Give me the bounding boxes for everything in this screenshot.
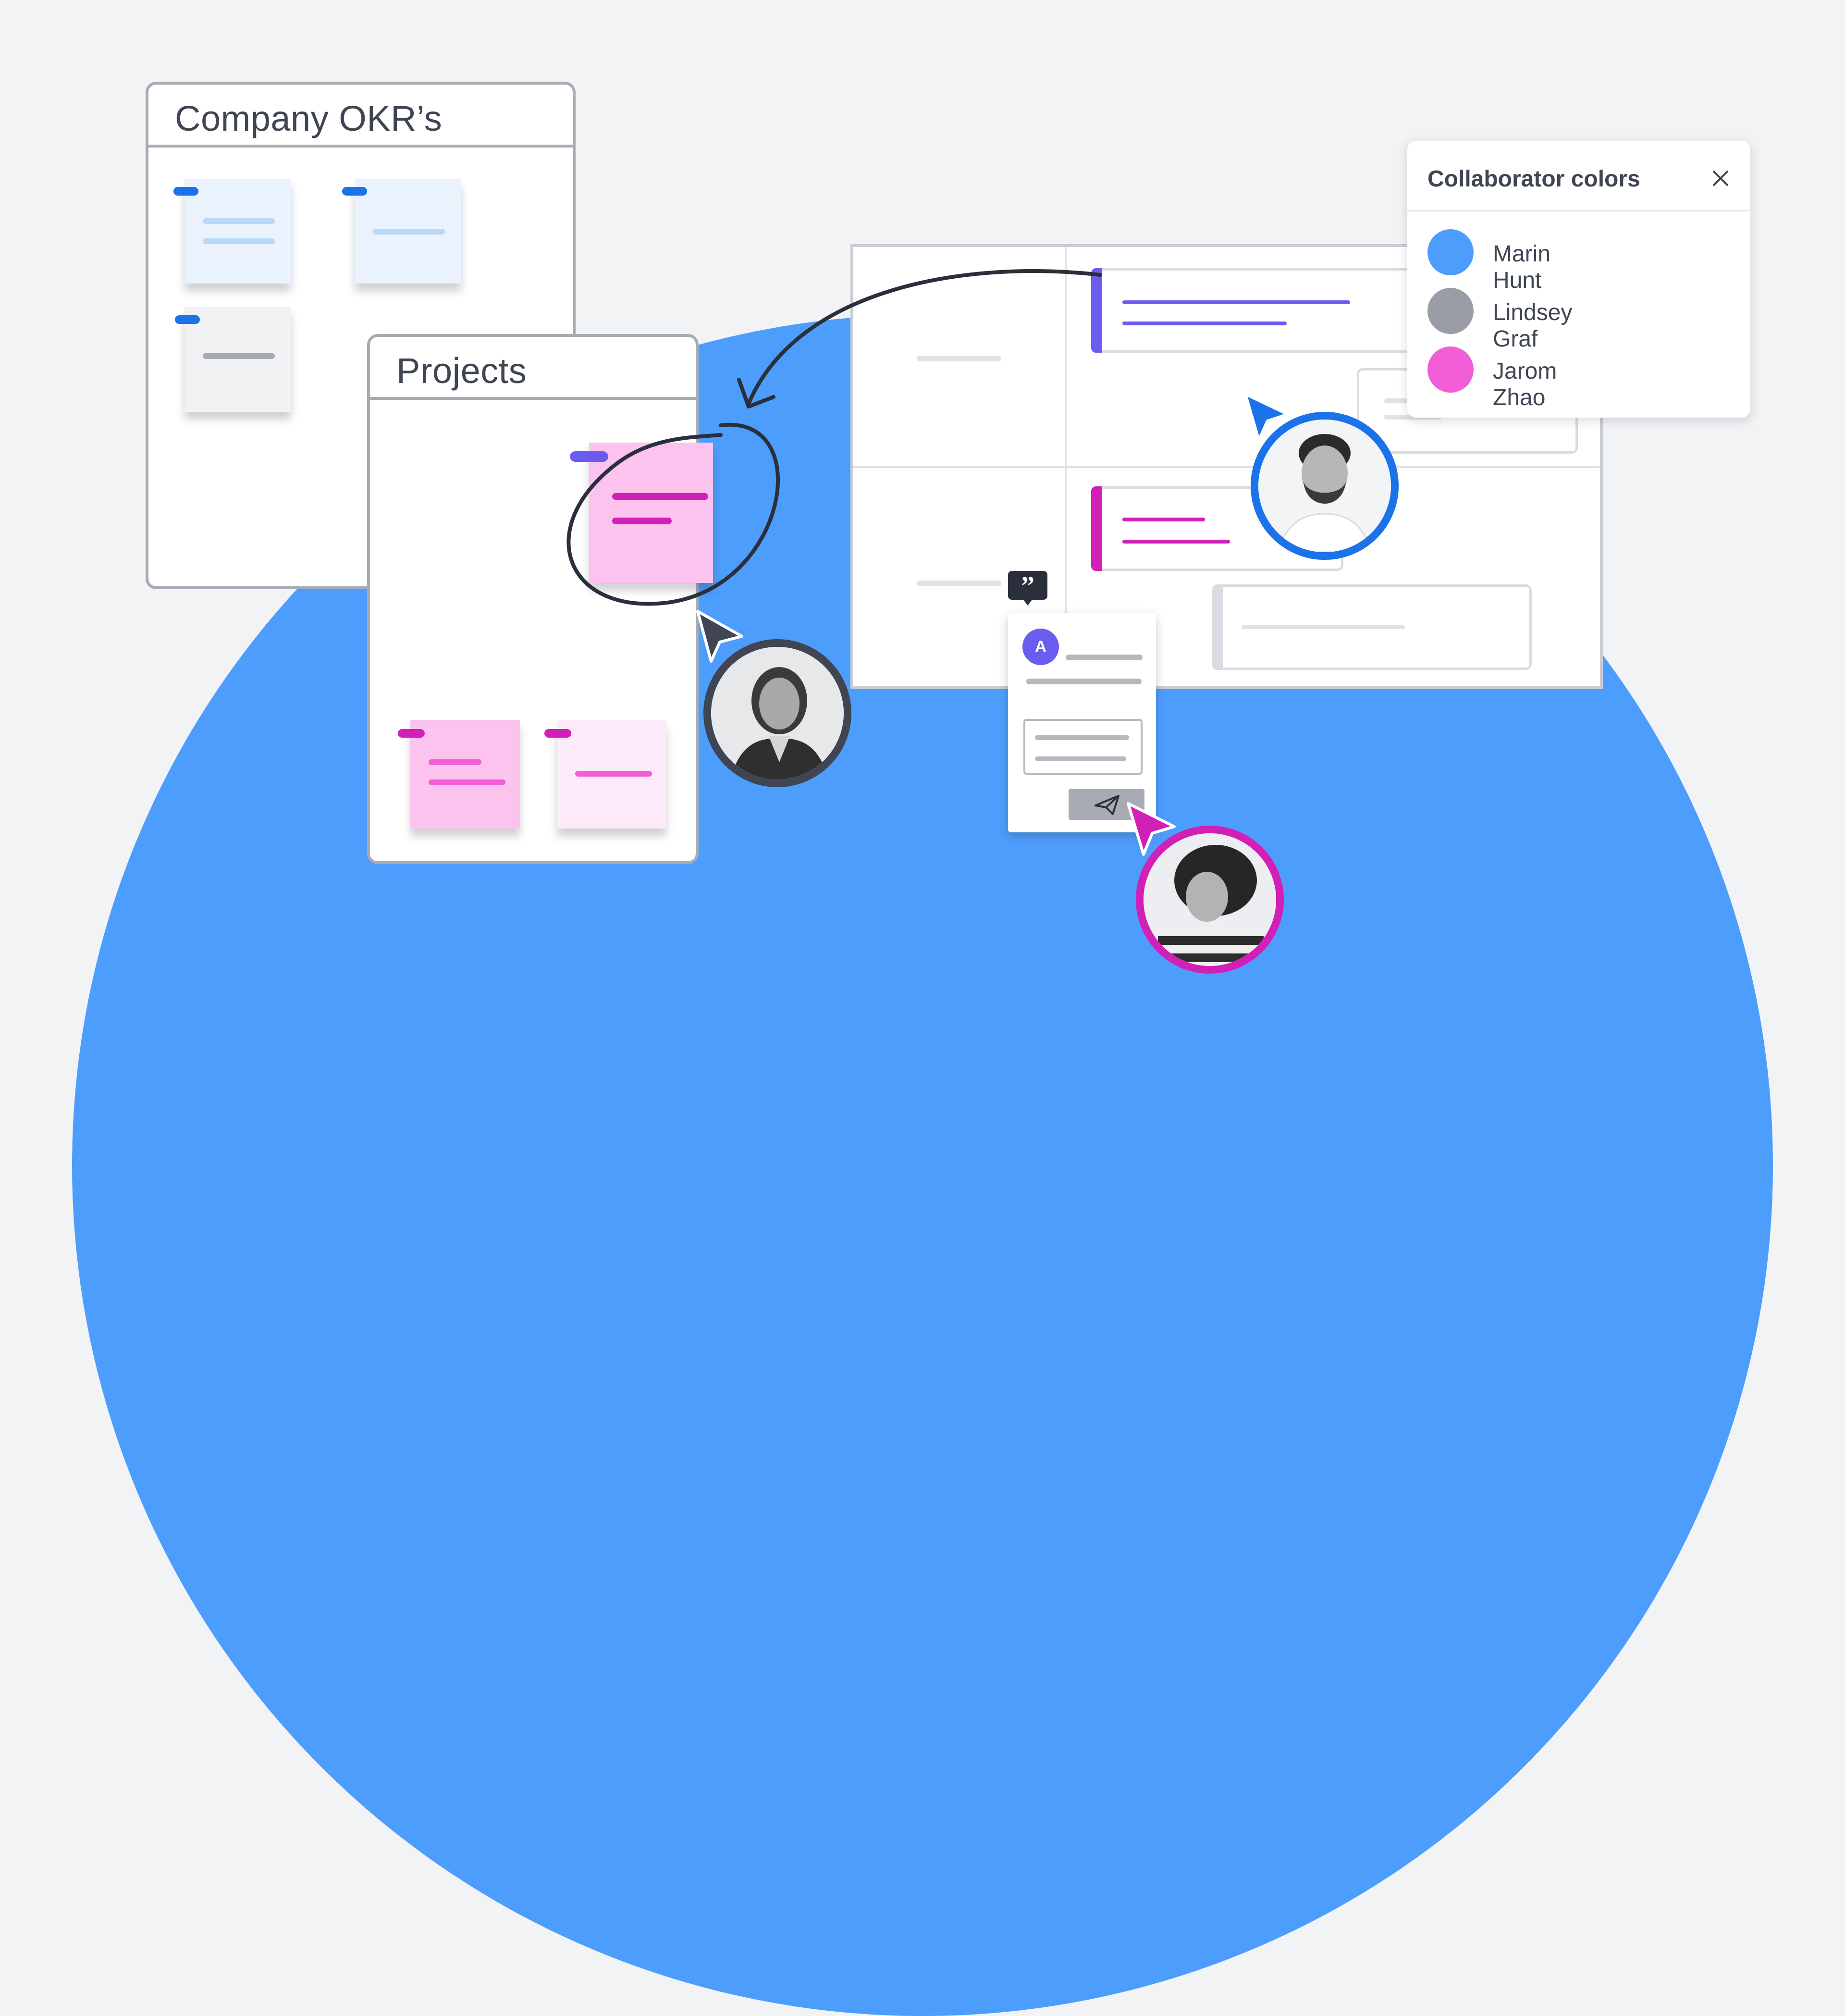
projects-note-3[interactable]	[557, 720, 666, 829]
board-card-purple[interactable]	[1091, 268, 1439, 353]
swatch-lindsey-graf	[1427, 288, 1474, 334]
board-card-gray[interactable]	[1212, 584, 1532, 670]
okr-frame-title: Company OKR’s	[175, 99, 443, 138]
panel-divider	[1407, 210, 1750, 211]
okr-note-3-tag	[175, 315, 200, 324]
avatar-collaborator-blue[interactable]	[1251, 412, 1399, 560]
panel-title: Collaborator colors	[1427, 166, 1640, 192]
comment-input[interactable]	[1023, 719, 1143, 775]
collaborator-colors-panel: Collaborator colors Marin Hunt Lindsey G…	[1407, 141, 1750, 418]
okr-note-1-tag	[173, 187, 198, 196]
avatar-collaborator-magenta[interactable]	[1136, 826, 1284, 974]
projects-note-2-tag	[398, 729, 425, 738]
projects-note-highlighted-tag	[570, 451, 608, 462]
okr-note-3[interactable]	[184, 307, 291, 412]
okr-note-2[interactable]	[355, 179, 461, 284]
projects-note-3-tag	[544, 729, 571, 738]
legend-name: Jarom Zhao	[1493, 359, 1557, 410]
okr-note-2-tag	[342, 187, 367, 196]
legend-name: Lindsey Graf	[1493, 300, 1573, 352]
connector-arrow	[566, 269, 1102, 606]
comment-avatar: A	[1022, 629, 1059, 665]
okr-note-1[interactable]	[184, 179, 291, 284]
svg-text:”: ”	[1021, 571, 1034, 601]
row-1-label	[917, 356, 1001, 361]
board-row-divider	[853, 466, 1600, 468]
avatar-collaborator-dark[interactable]	[703, 639, 851, 787]
projects-note-2[interactable]	[410, 720, 520, 829]
cursor-dark	[696, 610, 743, 663]
quote-icon[interactable]: ”	[1008, 571, 1047, 606]
projects-frame-title: Projects	[396, 351, 527, 391]
legend-name: Marin Hunt	[1493, 241, 1551, 293]
close-icon[interactable]	[1710, 168, 1731, 189]
okr-frame-divider	[148, 145, 573, 148]
projects-frame-divider	[370, 397, 696, 400]
cursor-blue	[1244, 393, 1289, 442]
cursor-magenta	[1127, 802, 1176, 856]
row-2-label	[917, 581, 1001, 586]
swatch-marin-hunt	[1427, 229, 1474, 275]
send-icon	[1095, 795, 1119, 815]
projects-frame[interactable]: Projects	[367, 334, 713, 864]
swatch-jarom-zhao	[1427, 346, 1474, 393]
comment-card: A	[1008, 613, 1156, 832]
highlight-circle	[566, 422, 780, 606]
projects-note-highlighted[interactable]	[589, 443, 713, 583]
